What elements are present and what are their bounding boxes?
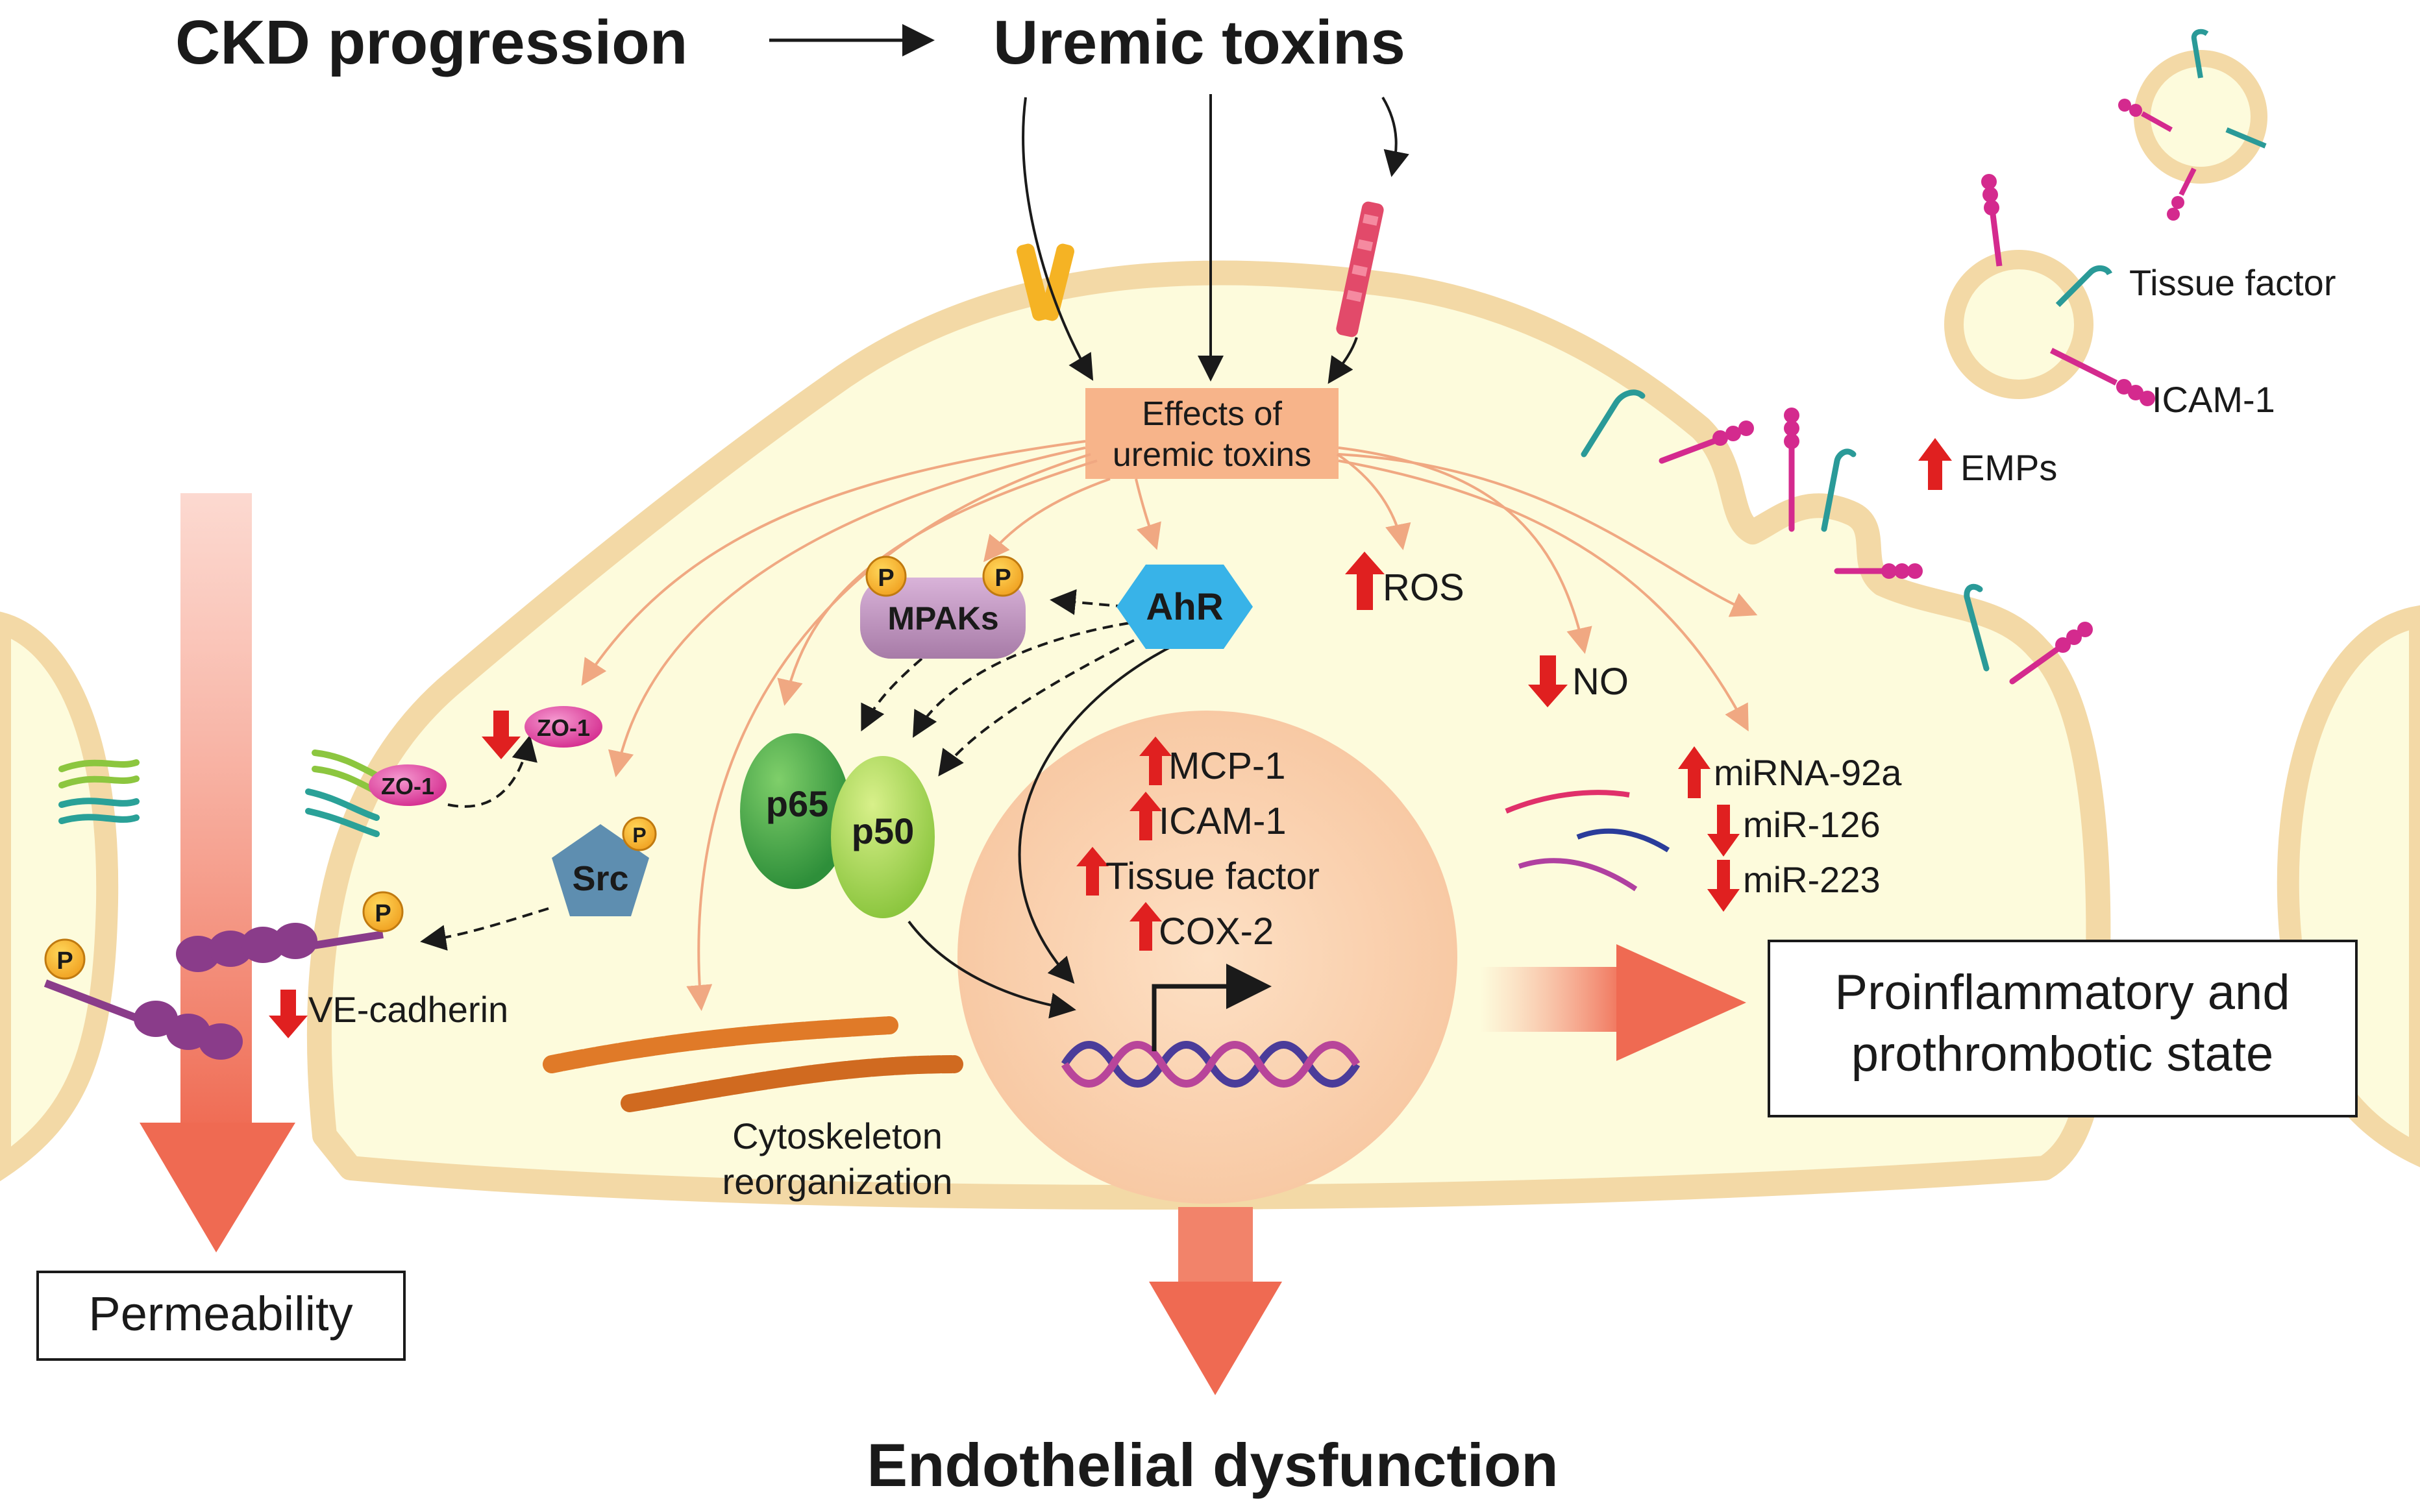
no-down-arrow-icon (1528, 655, 1568, 707)
membrane-channel-icon (1017, 243, 1074, 321)
mir223-down-arrow-icon (1707, 860, 1740, 912)
toxin-arrow-receptor-inner (1327, 337, 1358, 384)
svg-text:P: P (56, 947, 73, 975)
dna-helix (1061, 1041, 1361, 1088)
effect-arrow-src (608, 446, 1086, 777)
permeability-label: Permeability (88, 1287, 352, 1341)
state-label-1: Proinflammatory and (1834, 965, 2290, 1020)
effect-arrow-mirna (1338, 459, 1749, 732)
p50-label: p50 (852, 811, 915, 851)
mir-126-label: miR-126 (1743, 804, 1881, 845)
effects-box (1085, 388, 1339, 479)
emps-label: EMPs (1960, 447, 2057, 488)
mpaks-phospho-right: P (982, 555, 1024, 597)
ahr-to-mpaks-arrow (1050, 589, 1127, 615)
src-label: Src (572, 859, 628, 898)
ahr-label: AhR (1146, 586, 1223, 628)
toxin-arrow-receptor (1381, 96, 1409, 177)
membrane-surface-beads (1712, 408, 2093, 653)
src-node (552, 824, 649, 916)
ve-cadherin-neighbor-phospho: P (44, 938, 86, 980)
ve-cadherin-down-arrow-icon (269, 990, 308, 1038)
effects-box-line1: Effects of (1142, 395, 1282, 433)
permeability-box (36, 1271, 406, 1361)
ahr-to-dna-arrow (1018, 631, 1202, 984)
gene-icam1: ICAM-1 (1159, 800, 1287, 842)
cytoskeleton-filaments (543, 1016, 963, 1112)
emp-small-vesicle (2118, 29, 2267, 221)
gene-tissue-factor: Tissue factor (1105, 855, 1320, 897)
svg-text:P: P (632, 823, 646, 847)
mirna-up-arrow-icon (1678, 746, 1710, 798)
ve-cadherin-main (176, 923, 384, 972)
ros-label: ROS (1383, 567, 1464, 609)
state-box (1768, 940, 2358, 1117)
svg-text:P: P (878, 565, 894, 592)
nfkb-to-dna-arrow (908, 920, 1076, 1019)
state-label-2: prothrombotic state (1851, 1027, 2274, 1082)
left-neighbor-cell (0, 611, 119, 1182)
ros-up-arrow-icon (1345, 552, 1385, 610)
effect-arrow-mpaks (983, 478, 1111, 563)
emps-up-arrow-icon (1918, 438, 1952, 490)
cytoskeleton-label-2: reorganization (722, 1161, 953, 1202)
state-arrow (1480, 944, 1746, 1061)
permeability-arrow (140, 493, 295, 1252)
mir126-down-arrow-icon (1707, 805, 1740, 857)
ahr-to-p50-arrow (938, 631, 1150, 777)
ahr-to-p65-arrow (913, 622, 1130, 738)
effect-arrow-cytoskeleton (686, 453, 1091, 1011)
junction-left-neighbor (58, 759, 140, 824)
endothelial-dysfunction-title: Endothelial dysfunction (867, 1431, 1558, 1499)
ve-cadherin-neighbor (43, 979, 243, 1060)
mir-223-label: miR-223 (1743, 859, 1881, 900)
gene-up-arrows (1076, 737, 1172, 951)
src-phospho: P (622, 816, 657, 851)
mpaks-phospho-left: P (865, 555, 907, 597)
effect-arrow-zo1 (581, 440, 1086, 686)
ve-cadherin-label: VE-cadherin (308, 989, 508, 1030)
no-label: NO (1572, 661, 1629, 703)
emp-large-vesicle (1944, 174, 2155, 406)
ckd-progression-title: CKD progression (175, 8, 687, 77)
effect-arrow-ahr (1135, 478, 1161, 550)
mirna-92a-label: miRNA-92a (1714, 752, 1902, 793)
mpaks-node (860, 578, 1026, 659)
ahr-node (1117, 565, 1253, 649)
emp-icam1-label: ICAM-1 (2152, 379, 2275, 420)
effect-arrow-no (1338, 446, 1592, 654)
svg-text:ZO-1: ZO-1 (537, 714, 590, 741)
effect-arrow-emps (1338, 453, 1758, 617)
p65-node (740, 733, 850, 889)
zo1-down-arrow-icon (482, 711, 521, 759)
p50-node (831, 756, 935, 918)
ve-cadherin-main-phospho: P (362, 891, 404, 933)
membrane-receptor-icon (1336, 201, 1384, 337)
promoter-arrow (1152, 964, 1272, 1051)
dysfunction-arrow (1149, 1207, 1282, 1395)
cytoskeleton-label-1: Cytoskeleton (732, 1116, 943, 1156)
zo1-bound-node: ZO-1 (369, 764, 447, 806)
p65-label: p65 (766, 783, 829, 824)
uremic-toxins-title: Uremic toxins (993, 8, 1405, 77)
zo1-free-node: ZO-1 (525, 706, 602, 748)
mirna-strands (1505, 790, 1670, 892)
gene-cox2: COX-2 (1159, 910, 1274, 953)
zo1-dissociation-arrow (447, 735, 537, 808)
toxin-arrow-channel (1022, 97, 1094, 381)
effects-box-line2: uremic toxins (1113, 436, 1311, 474)
mpaks-label: MPAKs (887, 600, 998, 637)
emp-tissue-factor-label: Tissue factor (2129, 262, 2336, 303)
svg-text:P: P (375, 900, 391, 927)
membrane-surface-proteins (1581, 389, 2061, 685)
svg-text:P: P (994, 565, 1011, 592)
gene-mcp1: MCP-1 (1168, 745, 1285, 787)
svg-text:ZO-1: ZO-1 (381, 773, 434, 799)
